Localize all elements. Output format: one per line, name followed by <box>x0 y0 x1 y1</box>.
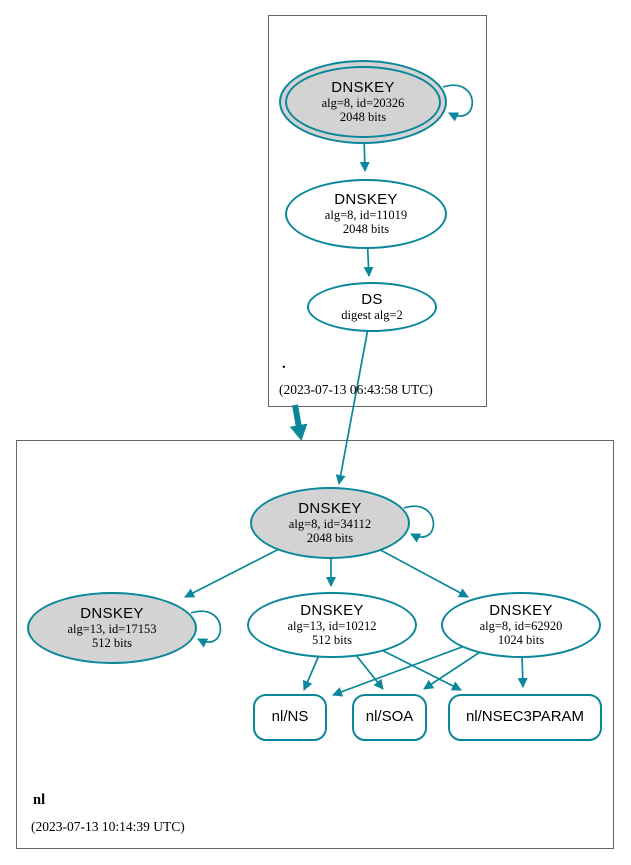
node-nl-ksk[interactable]: DNSKEY alg=8, id=34112 2048 bits <box>250 487 410 559</box>
node-title: DNSKEY <box>298 499 362 517</box>
node-title: DNSKEY <box>80 604 144 622</box>
edge-delegation-root-to-nl <box>289 404 308 441</box>
node-alg-id: alg=8, id=20326 <box>321 96 405 111</box>
edge-ds-to-nl-ksk <box>335 306 373 485</box>
zone-timestamp-root: (2023-07-13 06:43:58 UTC) <box>279 382 433 397</box>
zone-box-nl <box>16 440 614 849</box>
zone-name-root: . <box>282 356 286 372</box>
node-title: DNSKEY <box>331 78 395 96</box>
node-title: DNSKEY <box>334 190 398 208</box>
node-digest: digest alg=2 <box>341 308 403 323</box>
node-alg-id: alg=8, id=62920 <box>479 619 563 634</box>
node-nl-key-10212[interactable]: DNSKEY alg=13, id=10212 512 bits <box>247 592 417 658</box>
node-root-ds[interactable]: DS digest alg=2 <box>307 282 437 332</box>
rrset-label: nl/SOA <box>365 708 414 726</box>
node-alg-id: alg=13, id=10212 <box>287 619 377 634</box>
node-title: DS <box>361 290 383 308</box>
node-alg-id: alg=13, id=17153 <box>67 622 157 637</box>
node-root-zsk[interactable]: DNSKEY alg=8, id=11019 2048 bits <box>285 179 447 249</box>
node-alg-id: alg=8, id=11019 <box>324 208 408 223</box>
node-alg-id: alg=8, id=34112 <box>288 517 372 532</box>
zone-name-nl: nl <box>33 792 46 808</box>
node-rrset-nsec3param[interactable]: nl/NSEC3PARAM <box>448 694 602 741</box>
node-nl-key-62920[interactable]: DNSKEY alg=8, id=62920 1024 bits <box>441 592 601 658</box>
edge-nl-ksk-self-loop <box>403 505 435 543</box>
node-title: DNSKEY <box>300 601 364 619</box>
node-nl-key-17153[interactable]: DNSKEY alg=13, id=17153 512 bits <box>27 592 197 664</box>
node-bits: 512 bits <box>92 636 132 651</box>
rrset-label: nl/NS <box>271 708 309 726</box>
node-rrset-soa[interactable]: nl/SOA <box>352 694 427 741</box>
node-title: DNSKEY <box>489 601 553 619</box>
edge-17153-self-loop <box>190 610 222 648</box>
node-bits: 2048 bits <box>339 110 387 125</box>
rrset-label: nl/NSEC3PARAM <box>465 708 585 726</box>
node-bits: 2048 bits <box>306 531 354 546</box>
zone-box-root <box>268 15 487 407</box>
node-bits: 2048 bits <box>342 222 390 237</box>
node-root-ksk[interactable]: DNSKEY alg=8, id=20326 2048 bits <box>279 60 447 144</box>
node-rrset-ns[interactable]: nl/NS <box>253 694 327 741</box>
edge-root-ksk-self-loop <box>442 84 474 122</box>
node-bits: 512 bits <box>312 633 352 648</box>
zone-timestamp-nl: (2023-07-13 10:14:39 UTC) <box>31 819 185 834</box>
node-bits: 1024 bits <box>497 633 545 648</box>
